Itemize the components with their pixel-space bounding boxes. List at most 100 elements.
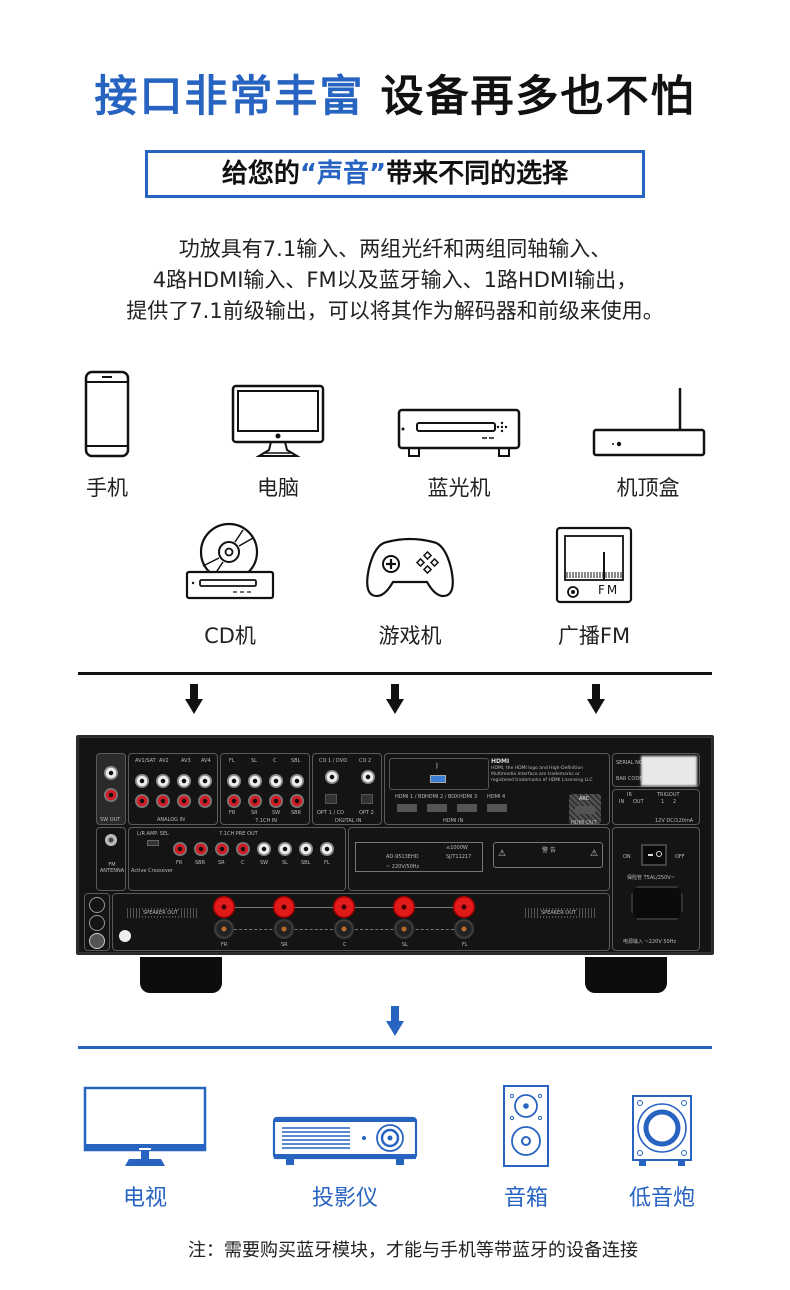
speaker-terminal-negative[interactable] — [274, 919, 294, 939]
output-label: 低音炮 — [628, 1186, 695, 1211]
source-phone: 手机 — [72, 366, 142, 502]
power-switch[interactable] — [641, 844, 667, 866]
source-label: 电脑 — [257, 476, 299, 500]
usb-port[interactable] — [430, 775, 446, 783]
rca-jack[interactable] — [299, 842, 313, 856]
game-controller-icon — [366, 537, 454, 598]
cert-logo-icon — [89, 897, 105, 913]
rca-jack[interactable] — [257, 842, 271, 856]
rca-jack[interactable] — [156, 794, 170, 808]
source-label: 游戏机 — [378, 624, 442, 648]
description-line: 4路HDMI输入、FM以及蓝牙输入、1路HDMI输出， — [152, 268, 638, 292]
rca-jack[interactable] — [320, 842, 334, 856]
power-inlet[interactable] — [631, 886, 683, 920]
coaxial-jack[interactable] — [361, 770, 375, 784]
serial-panel: SERIAL NO. BAR CODE — [612, 753, 700, 787]
age-mark-icon — [119, 930, 131, 942]
hdmi-in-label: HDMI IN — [443, 818, 464, 824]
optical-port[interactable] — [325, 794, 337, 804]
tv-icon — [83, 1086, 207, 1166]
digital-in-panel: CO 1 / DVD CO 2 OPT 1 / CD OPT 2 DIGITAL… — [312, 753, 382, 825]
down-arrow-icon — [185, 684, 203, 714]
warning-icon: ⚠ — [590, 849, 599, 859]
hdmi-in-port[interactable] — [487, 804, 507, 812]
rca-jack[interactable] — [227, 794, 241, 808]
hdmi-in-port[interactable] — [427, 804, 447, 812]
bluray-player-icon — [397, 408, 521, 457]
smartphone-icon — [84, 370, 130, 458]
down-arrow-icon — [587, 684, 605, 714]
rca-jack[interactable] — [156, 774, 170, 788]
cert-logo-icon — [89, 915, 105, 931]
multich-in-label: 7.1CH IN — [255, 818, 278, 824]
analog-in-label: ANALOG IN — [157, 817, 185, 823]
down-arrow-icon — [386, 1006, 404, 1036]
hdmi-notice: HDMI, the HDMI logo and High-Definition … — [491, 766, 593, 783]
hdmi-out-area: ARC — [569, 794, 601, 824]
speaker-terminal-positive[interactable] — [453, 896, 475, 918]
amp-foot-right — [585, 957, 667, 993]
hdmi-logo: HDMI — [491, 758, 510, 765]
hdmi-in-port[interactable] — [397, 804, 417, 812]
rca-jack[interactable] — [278, 842, 292, 856]
fm-icon-label: FM — [598, 583, 620, 597]
rca-jack[interactable] — [104, 788, 118, 802]
rca-jack[interactable] — [269, 774, 283, 788]
digital-in-label: DIGITAL IN — [335, 818, 362, 824]
rca-jack[interactable] — [198, 774, 212, 788]
source-fmradio: FM 广播FM — [542, 520, 646, 650]
source-bluray: 蓝光机 — [394, 366, 524, 502]
fm-antenna-panel: FM ANTENNA — [96, 827, 126, 891]
speaker-terminal-positive[interactable] — [273, 896, 295, 918]
speaker-terminal-positive[interactable] — [393, 896, 415, 918]
rca-jack[interactable] — [173, 842, 187, 856]
hdmi-panel: ᛒ HDMI HDMI, the HDMI logo and High-Defi… — [384, 753, 610, 826]
coaxial-jack[interactable] — [325, 770, 339, 784]
speaker-terminal-negative[interactable] — [394, 919, 414, 939]
rca-jack[interactable] — [177, 794, 191, 808]
rca-jack[interactable] — [177, 774, 191, 788]
output-speaker: 音箱 — [490, 1084, 562, 1212]
rca-jack[interactable] — [194, 842, 208, 856]
speaker-out-panel: SPEAKER OUT SPEAKER OUT FR SR C SL FL — [112, 893, 610, 951]
rca-jack[interactable] — [215, 842, 229, 856]
speaker-terminal-positive[interactable] — [333, 896, 355, 918]
rca-jack[interactable] — [135, 794, 149, 808]
rca-jack[interactable] — [198, 794, 212, 808]
speaker-terminal-positive[interactable] — [213, 896, 235, 918]
hdmi-out-port[interactable] — [575, 806, 595, 814]
optical-port[interactable] — [361, 794, 373, 804]
rca-jack[interactable] — [248, 794, 262, 808]
rca-jack[interactable] — [290, 794, 304, 808]
output-label: 音箱 — [503, 1186, 548, 1211]
amplifier-rear-panel: SW OUT AV1/SAT AV2 AV3 AV4 ANALOG IN FL … — [76, 735, 714, 955]
description: 功放具有7.1输入、两组光纤和两组同轴输入、 4路HDMI输入、FM以及蓝牙输入… — [0, 234, 790, 327]
rca-jack[interactable] — [135, 774, 149, 788]
source-label: 手机 — [86, 476, 128, 500]
bluetooth-icon: ᛒ — [435, 762, 440, 770]
amp-select-switch[interactable] — [147, 840, 159, 846]
rca-jack[interactable] — [236, 842, 250, 856]
rca-jack[interactable] — [269, 794, 283, 808]
output-subwoofer: 低音炮 — [614, 1084, 710, 1212]
rca-jack[interactable] — [248, 774, 262, 788]
power-panel: ON OFF 保险管 T5AL/250V~ 电源输入 ~220V 50Hz — [612, 827, 700, 951]
headline-black: 设备再多也不怕 — [380, 72, 696, 122]
subtitle-box: 给您的“声音”带来不同的选择 — [145, 150, 645, 198]
speaker-terminal-negative[interactable] — [454, 919, 474, 939]
output-projector: 投影仪 — [270, 1084, 420, 1212]
down-arrow-icon — [386, 684, 404, 714]
subtitle-quoted: “声音” — [299, 159, 387, 189]
output-tv: 电视 — [80, 1084, 210, 1212]
fm-antenna-jack[interactable] — [105, 834, 117, 846]
speaker-terminal-negative[interactable] — [334, 919, 354, 939]
speaker-out-grid: SPEAKER OUT — [127, 908, 199, 918]
rca-jack[interactable] — [104, 766, 118, 780]
speaker-terminal-negative[interactable] — [214, 919, 234, 939]
source-cd: CD机 — [180, 520, 280, 650]
hdmi-in-port[interactable] — [457, 804, 477, 812]
input-divider — [78, 672, 712, 675]
rca-jack[interactable] — [227, 774, 241, 788]
rca-jack[interactable] — [290, 774, 304, 788]
sw-out-label: SW OUT — [100, 817, 121, 823]
